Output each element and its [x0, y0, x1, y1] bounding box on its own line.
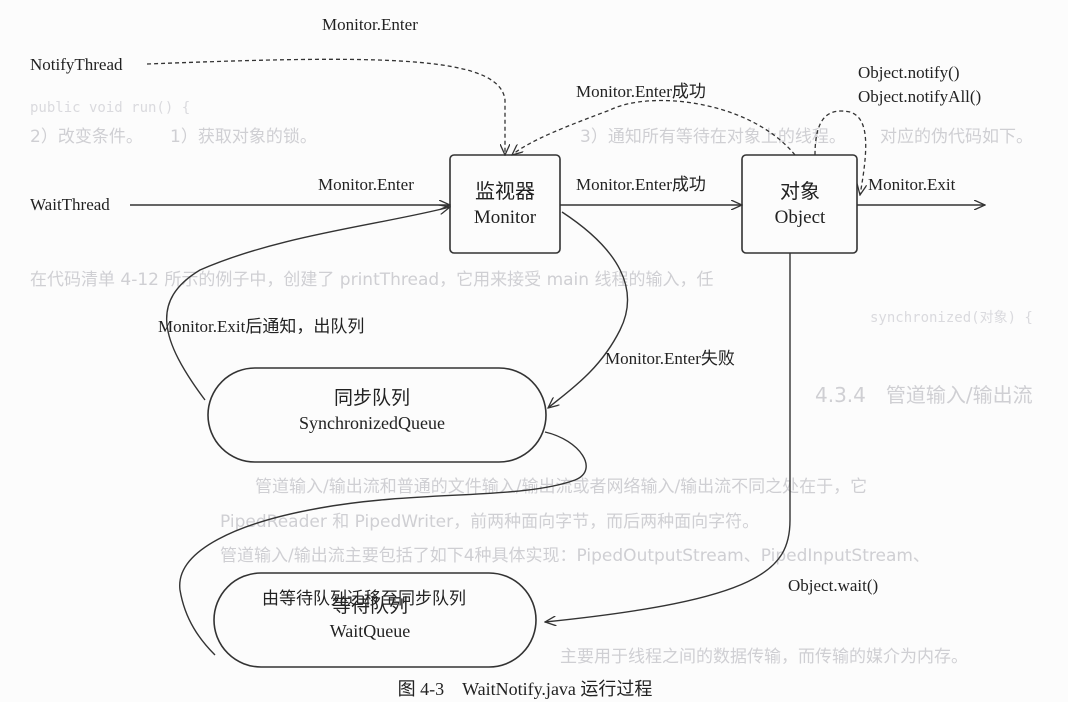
notify-thread-label: NotifyThread: [30, 55, 123, 74]
object-node: 对象 Object: [741, 154, 858, 254]
enter-fail-label: Monitor.Enter失败: [605, 349, 735, 368]
notify-label: Object.notify(): [858, 63, 960, 82]
rule-text: 对应的伪代码如下。: [880, 127, 1033, 147]
figure-caption: 图 4-3 WaitNotify.java 运行过程: [398, 679, 653, 699]
enter-success-label: Monitor.Enter成功: [576, 175, 706, 194]
enter-fail-edge: [548, 211, 629, 408]
code-line: public void run() {: [30, 100, 190, 116]
notify-enter-edge: [146, 58, 505, 155]
rule-text: 1）获取对象的锁。: [170, 127, 317, 147]
wait-label: Object.wait(): [788, 576, 878, 595]
wait-queue-node: 等待队列 WaitQueue: [213, 572, 537, 668]
monitor-node: 监视器 Monitor: [449, 154, 561, 254]
wait-queue-en-label: WaitQueue: [330, 621, 411, 641]
sync-queue-node: 同步队列 SynchronizedQueue: [207, 367, 547, 463]
notify-loop-edge: [814, 110, 866, 195]
rule-text: 3）通知所有等待在对象上的线程。: [580, 127, 846, 147]
bleed-through-text: public void run() { 2）改变条件。 1）获取对象的锁。 3）…: [30, 100, 1033, 667]
dequeue-edge: [166, 207, 450, 401]
migrate-label: 由等待队列迁移至同步队列: [262, 589, 466, 608]
sync-queue-zh-label: 同步队列: [334, 387, 410, 409]
paragraph-line: 主要用于线程之间的数据传输，而传输的媒介为内存。: [560, 647, 968, 667]
sync-queue-en-label: SynchronizedQueue: [299, 413, 445, 433]
wait-enter-label: Monitor.Enter: [318, 175, 414, 194]
section-heading: 4.3.4 管道输入/输出流: [815, 383, 1033, 407]
paragraph-line: 管道输入/输出流和普通的文件输入/输出流或者网络输入/输出流不同之处在于，它: [255, 477, 867, 497]
migrate-edge: [179, 431, 587, 656]
wait-queue-zh-label: 等待队列: [332, 595, 408, 617]
paragraph-line: PipedReader 和 PipedWriter，前两种面向字节，而后两种面向…: [220, 512, 759, 532]
paragraph-line: 在代码清单 4-12 所示的例子中，创建了 printThread，它用来接受 …: [30, 270, 713, 290]
enter-success-top-label: Monitor.Enter成功: [576, 82, 706, 101]
wait-edge: [545, 253, 791, 622]
exit-label: Monitor.Exit: [868, 175, 956, 194]
wait-thread-label: WaitThread: [30, 195, 110, 214]
monitor-en-label: Monitor: [474, 207, 537, 228]
notify-enter-label: Monitor.Enter: [322, 15, 418, 34]
code-line: synchronized(对象) {: [870, 310, 1033, 326]
paragraph-line: 管道输入/输出流主要包括了如下4种具体实现：PipedOutputStream、…: [220, 546, 930, 566]
rule-text: 2）改变条件。: [30, 127, 143, 147]
enter-success-dashed-edge: [512, 99, 796, 155]
object-en-label: Object: [775, 207, 826, 228]
object-zh-label: 对象: [780, 180, 820, 203]
notify-all-label: Object.notifyAll(): [858, 87, 981, 106]
exit-notify-dequeue-label: Monitor.Exit后通知，出队列: [158, 317, 364, 336]
monitor-zh-label: 监视器: [475, 180, 535, 203]
